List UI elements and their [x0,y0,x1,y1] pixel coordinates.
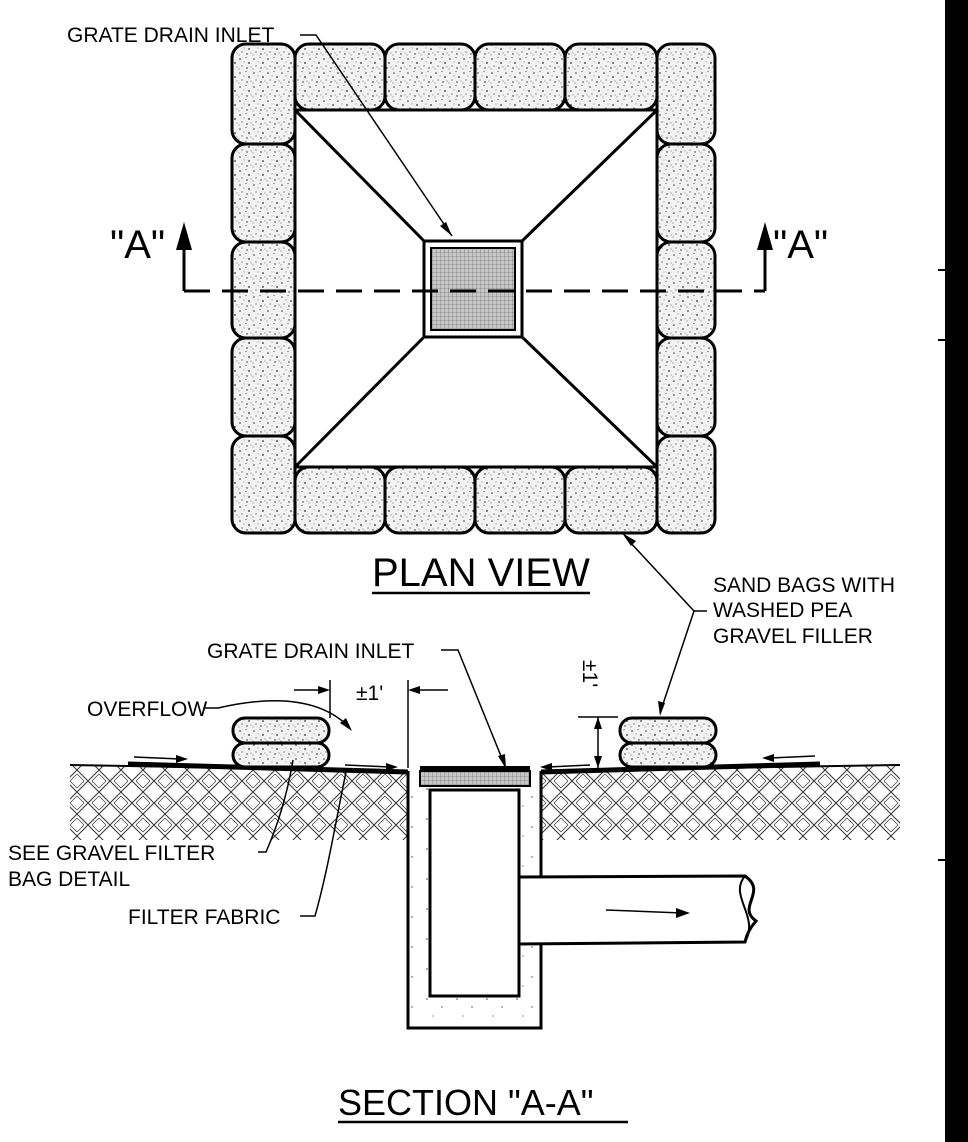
filter-fabric-label: FILTER FABRIC [128,906,280,929]
sand-bag [655,434,717,535]
plan-view-title: PLAN VIEW [372,551,590,595]
arrow-head [622,533,636,546]
arrow-head [386,763,398,771]
arrow-head [676,908,690,918]
grate [430,247,516,331]
flow-arrow [605,909,683,914]
sand-bags-label-line1: SAND BAGS WITH [713,574,895,597]
leader-line [627,539,707,612]
arrow-up-icon [176,222,192,250]
arrow-up-icon [757,222,773,250]
sand-bag [655,336,717,438]
grate-drain-inlet-label: GRATE DRAIN INLET [207,640,414,663]
arrow-head [440,222,452,236]
flow-arrow [547,764,591,768]
sand-bag [231,741,331,769]
leader-line [258,759,294,853]
grate-drain-inlet-label: GRATE DRAIN INLET [67,24,274,47]
plan-view: "A" "A" GRATE DRAIN INLET PLAN VIEW [67,24,828,595]
inlet-cavity [428,788,521,998]
arrow-head [408,686,420,694]
gravel-filter-label-line2: BAG DETAIL [8,868,130,891]
arrow-head [176,755,188,763]
leader-line [441,649,506,767]
sand-bag [655,42,717,146]
sand-bag [230,142,297,244]
pipe-break [738,875,751,943]
flow-arrow [769,755,816,759]
sand-bag [293,42,387,112]
sand-bag [230,434,297,535]
grate [419,770,531,787]
sand-bag [383,465,477,535]
sand-bags-label-line3: GRAVEL FILLER [713,625,873,648]
section-view: ±1' ±1' GRATE DRAIN INLET OVERFLOW SEE G… [8,640,901,1124]
slope-line [518,333,659,469]
sand-bag [563,42,659,112]
slope-line [293,333,428,469]
arrow-head [318,686,330,694]
arrow-head [762,754,774,762]
dimension-horizontal: ±1' [356,682,383,705]
title-block-border [945,0,968,1142]
slope-line [293,108,428,245]
outlet-pipe [517,874,759,946]
soil-hatch [541,766,900,840]
slope-line [518,108,659,245]
sand-bag [655,142,717,244]
sand-bags-callout: SAND BAGS WITH WASHED PEA GRAVEL FILLER [622,533,895,716]
arrow-head [658,701,665,716]
gravel-filter-label-line1: SEE GRAVEL FILTER [8,842,215,865]
leader-line [300,34,453,237]
arrow-head [540,763,552,771]
leader-line [300,771,347,917]
arrow-head [594,756,602,768]
sand-bag [231,716,331,745]
sand-bag [293,465,387,535]
grate-top [420,766,530,771]
sand-bag [230,336,297,438]
leader-line [204,700,349,727]
overflow-label: OVERFLOW [87,698,207,721]
sand-bag [473,42,567,112]
section-mark-right: "A" [773,223,828,267]
sand-bag [230,42,297,146]
sand-bag [618,741,718,769]
section-title: SECTION "A-A" [338,1082,594,1123]
arrow-head [498,754,506,769]
sand-bag [563,465,659,535]
flow-arrow [344,764,391,768]
flow-arrow [133,756,181,760]
leader-line [659,610,695,714]
section-mark-left: "A" [110,223,165,267]
soil-hatch [70,766,408,840]
arrow-head [340,718,352,731]
arrow-head [594,717,602,729]
sand-bags-label-line2: WASHED PEA [713,599,852,622]
sand-bag [473,465,567,535]
sand-bag [618,716,718,745]
dimension-vertical: ±1' [578,660,601,687]
sand-bag [383,42,477,112]
